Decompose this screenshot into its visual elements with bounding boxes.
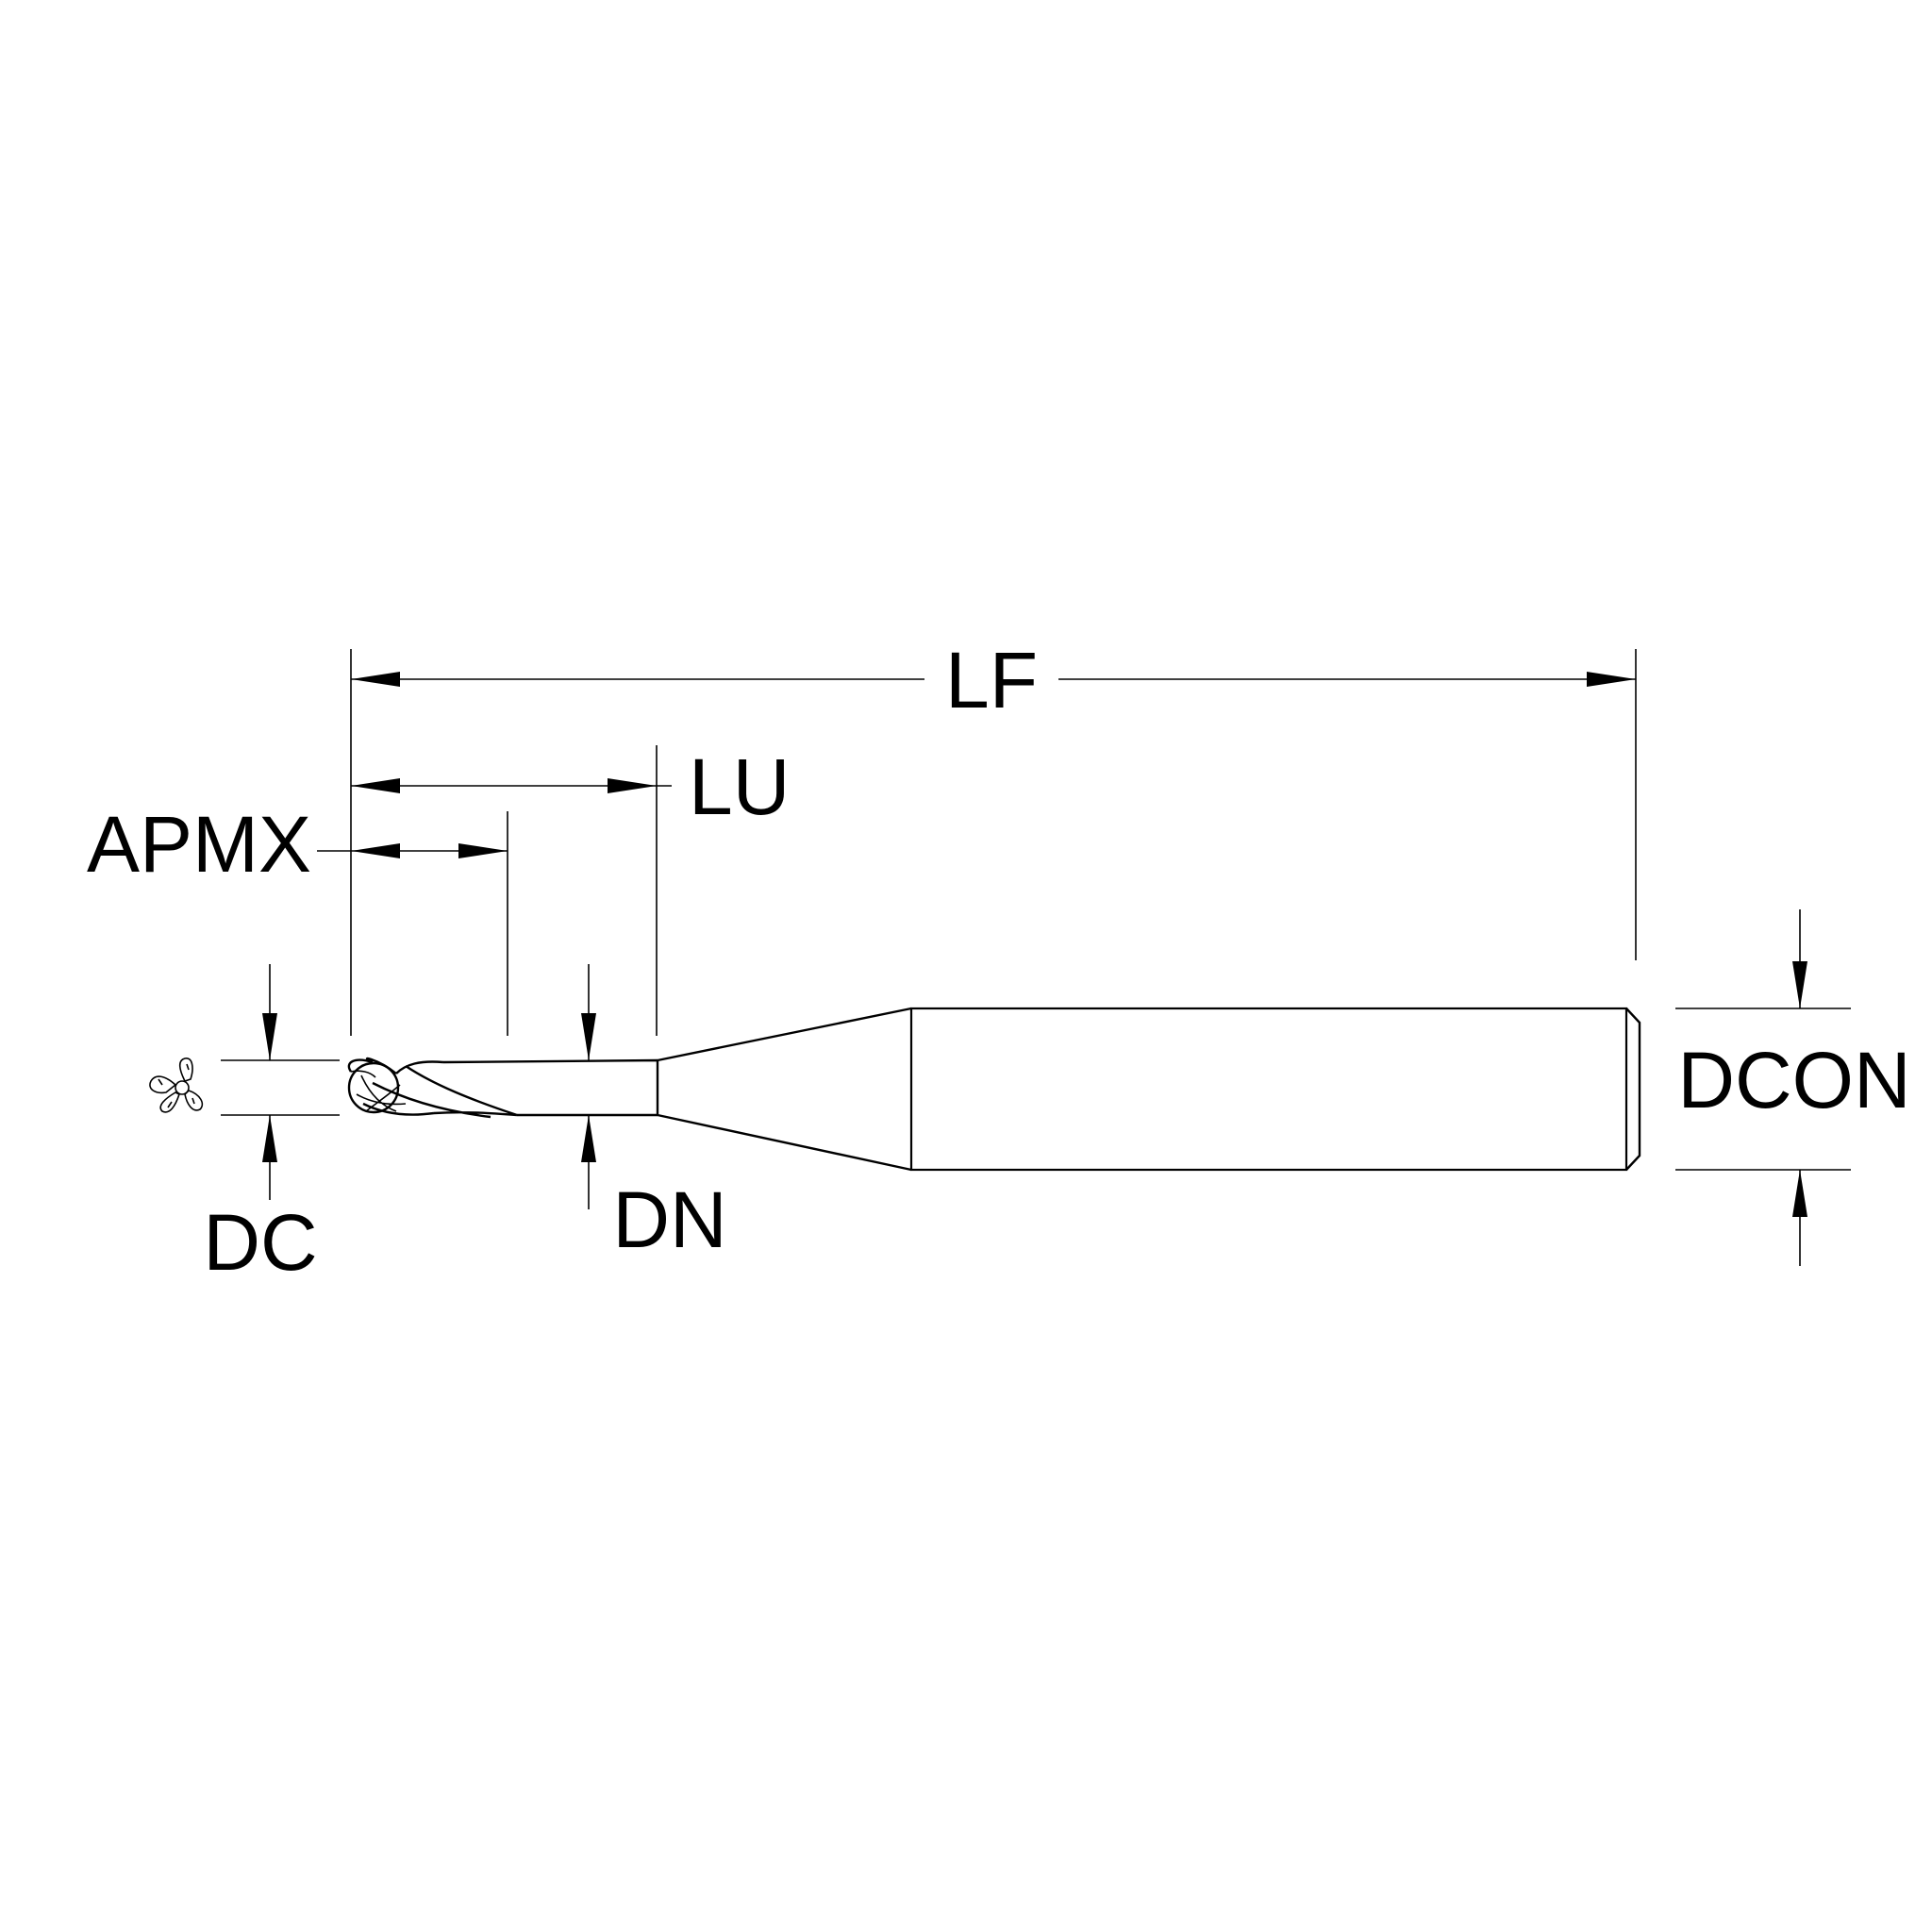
dc-label: DC [203,1198,317,1287]
dn-label: DN [612,1175,726,1264]
dc-dimension: DC [203,964,318,1287]
dcon-dimension: DCON [1677,909,1911,1266]
extension-lines [221,649,1851,1171]
ball-flute-lines [350,1070,407,1112]
shank-chamfer [1625,1008,1641,1171]
ball-end-mill-outline [347,1007,1641,1172]
dn-dimension: DN [581,964,727,1264]
apmx-label: APMX [87,800,311,889]
dcon-label: DCON [1677,1036,1910,1124]
lu-dimension: LU [351,742,790,831]
flute-cross-section-icon [149,1058,204,1113]
flute-helix [362,1060,518,1119]
taper-cone [657,1007,912,1172]
ball-tip [347,1061,400,1114]
lf-label: LF [945,636,1038,724]
lf-dimension: LF [351,636,1636,724]
shank [909,1007,1628,1172]
neck [442,1058,659,1117]
lu-label: LU [689,742,790,831]
apmx-dimension: APMX [87,800,508,889]
